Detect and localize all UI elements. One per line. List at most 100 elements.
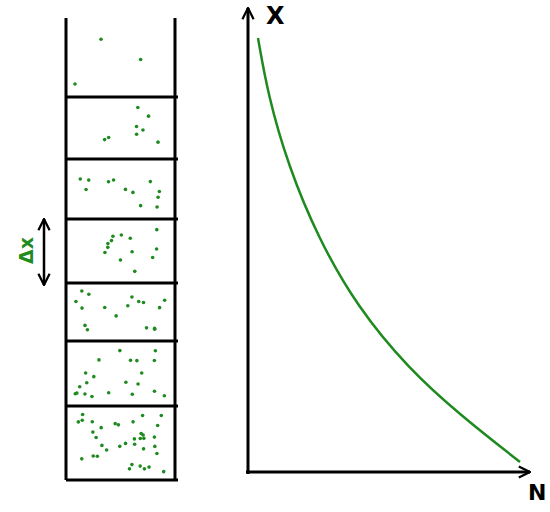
particle-dot (118, 445, 122, 449)
particle-dot (141, 414, 145, 418)
layer-divider (66, 218, 178, 221)
particle-dot (128, 236, 132, 240)
particle-dot (158, 190, 162, 194)
particle-dot (80, 457, 84, 461)
column-wall (65, 18, 68, 480)
axis-label: N (528, 482, 546, 504)
dimension-arrow (43, 219, 46, 285)
particle-dot (107, 136, 111, 140)
particle-dot (117, 423, 121, 427)
particle-dot (130, 250, 134, 254)
particle-dot (130, 463, 134, 467)
particle-dot (80, 418, 84, 422)
particle-dot (83, 392, 87, 396)
particle-dot (100, 444, 104, 448)
particle-dot (94, 436, 98, 440)
particle-dot (162, 470, 166, 474)
particle-dot (84, 188, 88, 192)
particle-dot (99, 37, 103, 41)
particle-dot (133, 270, 137, 274)
layer-divider (66, 96, 178, 99)
particle-dot (140, 371, 144, 375)
particle-dot (106, 246, 110, 250)
particle-dot (75, 391, 79, 395)
particle-dot (73, 82, 77, 86)
particle-dot (135, 132, 139, 136)
particle-dot (135, 359, 139, 363)
particle-dot (142, 437, 146, 441)
particle-dot (138, 437, 142, 441)
column-wall (174, 18, 177, 480)
column (66, 18, 178, 480)
particle-dot (106, 242, 110, 246)
particle-dot (84, 371, 88, 375)
particle-dot (139, 204, 143, 208)
particle-dot (124, 442, 128, 446)
particle-dot (131, 191, 135, 195)
particle-dot (83, 324, 87, 328)
particle-dot (114, 314, 118, 318)
particle-dot (158, 306, 162, 310)
particle-dot (142, 447, 146, 451)
particle-dot (107, 180, 111, 184)
particle-dot (91, 454, 95, 458)
particle-dot (80, 289, 84, 293)
particle-dot (129, 359, 133, 363)
particle-dot (87, 178, 91, 182)
particle-dot (149, 180, 153, 184)
particle-dot (97, 358, 101, 362)
particle-dot (133, 442, 137, 446)
particle-dot (142, 301, 146, 305)
particle-dot (119, 258, 123, 262)
particle-dot (154, 349, 158, 353)
particle-dot (112, 178, 116, 182)
particle-dot (153, 389, 157, 393)
particle-dot (126, 304, 130, 308)
dimension-label: Δx (17, 237, 36, 264)
particle-dot (99, 426, 103, 430)
particle-dot (138, 464, 142, 468)
particle-dot (105, 448, 109, 452)
particle-dot (155, 247, 159, 251)
particle-dot (156, 195, 160, 199)
particle-dot (103, 306, 107, 310)
particle-dot (90, 420, 94, 424)
particle-dot (156, 140, 160, 144)
y-axis (247, 8, 250, 474)
particle-dot (141, 128, 145, 132)
particle-dot (137, 300, 141, 304)
particle-dot (120, 233, 124, 237)
particle-dot (124, 188, 128, 192)
layer-divider (66, 158, 178, 161)
layer-divider (66, 340, 178, 343)
particle-dot (153, 327, 157, 331)
particle-dot (74, 300, 78, 304)
particle-dot (155, 205, 159, 209)
particle-dot (78, 385, 82, 389)
particle-dot (163, 394, 167, 398)
particle-dot (141, 433, 145, 437)
particle-dot (103, 251, 107, 255)
particle-dot (136, 106, 140, 110)
particle-dot (130, 295, 134, 299)
particle-dot (90, 395, 94, 399)
decay-curve (258, 38, 520, 462)
particle-dot (153, 435, 157, 439)
x-axis (246, 471, 530, 474)
particle-dot (81, 413, 85, 417)
particle-dot (163, 298, 167, 302)
particles (73, 37, 166, 473)
particle-dot (153, 359, 157, 363)
particle-dot (118, 349, 122, 353)
particle-dot (131, 420, 135, 424)
particle-dot (133, 437, 137, 441)
particle-dot (151, 256, 155, 260)
particle-dot (78, 177, 82, 181)
particle-dot (80, 306, 84, 310)
particle-dot (96, 454, 100, 458)
particle-dot (147, 114, 151, 118)
particle-dot (77, 420, 81, 424)
particle-dot (147, 465, 151, 469)
